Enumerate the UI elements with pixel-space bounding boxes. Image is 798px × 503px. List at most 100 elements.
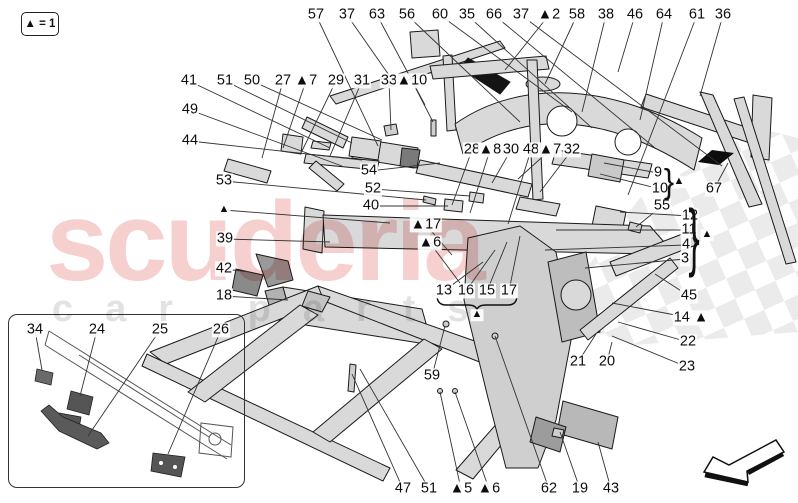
callout-21: 21 [568,353,588,370]
callout-41: 41 [179,72,199,89]
callout-49: 49 [180,101,200,118]
grouping-brace: } [688,196,700,280]
bracket-24 [66,390,94,416]
callout-43: 43 [601,480,621,497]
callout-64: 64 [654,6,674,23]
triangle-marker: ▲ [470,308,484,321]
callout-35: 35 [457,6,477,23]
damper-pad [34,368,54,386]
callout-30: 30 [501,141,521,158]
callout-50: 50 [242,72,262,89]
dash-panel-detail [78,354,210,438]
stop-bracket [255,253,294,288]
checkered-band [548,128,798,345]
firewall-hole [546,105,578,137]
clip [551,427,565,439]
callout-6: ▲6 [417,234,443,251]
callout-53: 53 [214,172,234,189]
triangle-marker: ▲ [700,228,714,241]
callout-7: ▲7 [293,72,319,89]
callout-25-inset: 25 [150,321,170,338]
triangle-marker: ▲ [672,175,686,188]
callout-67: 67 [704,180,724,197]
callout-4: 4 [680,236,692,253]
z-bracket [383,123,399,137]
direction-arrow [702,439,786,487]
callout-28: 28 [462,141,482,158]
callout-55: 55 [652,197,672,214]
callout-27: 27 [273,72,293,89]
callout-59: 59 [422,367,442,384]
diagonal-strut [733,96,797,265]
mid-bracket [587,153,625,183]
bracket-25 [40,404,110,450]
callout-19: 19 [570,480,590,497]
callout-60: 60 [430,6,450,23]
callout-45: 45 [679,287,699,304]
callout-23: 23 [677,358,697,375]
callout-47: 47 [393,480,413,497]
callout-61: 61 [687,6,707,23]
callout-38: 38 [596,6,616,23]
callout-37: 37 [337,6,357,23]
callout-7: ▲7 [537,141,563,158]
inset-line-art [34,330,234,478]
callout-40: 40 [361,197,381,214]
callout-52: 52 [363,180,383,197]
bolt [491,332,499,340]
callout-16: 16 [456,282,476,299]
callout-20: 20 [597,353,617,370]
post-foot [515,196,561,217]
flat-bracket [280,133,304,155]
callout-63: 63 [367,6,387,23]
firewall-hole [614,128,642,156]
bolt [442,320,450,328]
bolt [437,388,443,394]
callout-11: 11 [680,221,698,238]
callout-39: 39 [215,230,235,247]
inset-detail-panel [8,314,245,488]
callout-34-inset: 34 [25,321,45,338]
bracket-hole [159,461,163,465]
callout-9: 9 [652,164,664,181]
bracket-26 [150,452,186,478]
callout-54: 54 [359,162,379,179]
dash-panel-end [44,330,50,346]
callout-36: 36 [713,6,733,23]
triangle-marker: ▲ [217,203,231,216]
spring [560,279,592,311]
arrow-shadow [746,452,785,475]
callout-22: 22 [678,333,698,350]
callout-58: 58 [567,6,587,23]
grouping-brace: } [663,163,675,201]
callout-26-inset: 26 [211,321,231,338]
bolt [430,119,437,137]
callout-31: 31 [352,72,372,89]
callout-44: 44 [180,132,200,149]
callout-18: 18 [214,287,234,304]
mount-bracket [348,136,382,161]
callout-29: 29 [326,72,346,89]
callout-56: 56 [397,6,417,23]
frame-brace [312,338,443,443]
corner-gusset [301,290,331,313]
callout-10: 10 [650,180,670,197]
callout-57: 57 [306,6,326,23]
callout-24-inset: 24 [87,321,107,338]
bolt [347,363,357,393]
bracket-hole [173,465,177,469]
callout-62: 62 [539,480,559,497]
callout-32: 32 [562,141,582,158]
callout-3: 3 [679,250,691,267]
mount-block [409,29,441,59]
callout-13: 13 [434,282,454,299]
callout-37: 37 [511,6,531,23]
callout-15: 15 [477,282,497,299]
arrow-shadow [704,472,749,487]
arrow-outline [702,439,786,483]
bracket-tip [399,147,421,169]
callout-14: 14 ▲ [672,309,710,326]
ecu-box [556,400,619,450]
